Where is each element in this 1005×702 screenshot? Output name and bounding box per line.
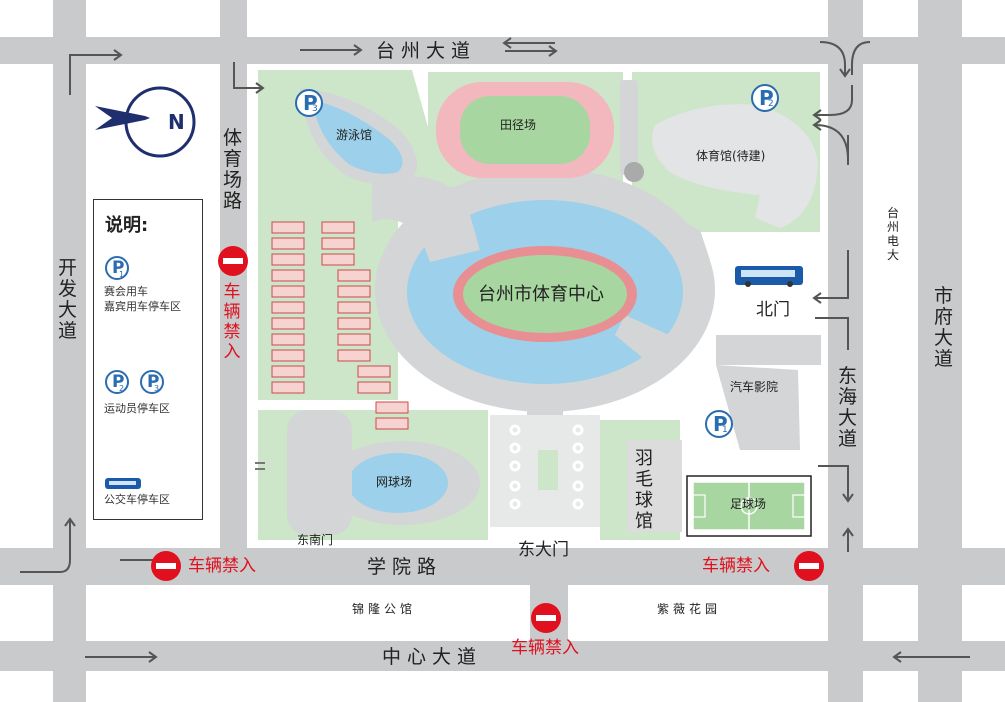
no-entry-label-bottom: 车辆禁入	[511, 638, 579, 658]
legend-bus-icon	[105, 478, 141, 489]
road-label-east-outer: 市府大道	[934, 285, 960, 370]
no-entry-icon-west	[218, 246, 248, 276]
road-label-south: 学院路	[367, 556, 443, 578]
venue-badminton: 羽毛球馆	[635, 448, 653, 532]
gate-east: 东大门	[518, 540, 569, 560]
road-label-west-outer: 开发大道	[58, 257, 84, 342]
legend-p23-label: 运动员停车区	[104, 402, 170, 415]
bus-stop-icon	[735, 266, 803, 287]
road-label-top: 台州大道	[376, 40, 477, 62]
block-ziwei: 紫薇花园	[657, 602, 722, 616]
gate-southeast: 东南门	[297, 533, 334, 547]
compass-n-label: N	[168, 110, 185, 134]
gate-north: 北门	[756, 300, 790, 320]
venue-tennis: 网球场	[376, 475, 413, 489]
venue-cinema: 汽车影院	[730, 380, 779, 394]
road-label-bottom: 中心大道	[382, 646, 483, 668]
no-entry-label-south-west: 车辆禁入	[188, 556, 256, 576]
no-entry-icon-south-east	[794, 551, 824, 581]
compass-icon: N	[95, 86, 196, 158]
legend-bus-label: 公交车停车区	[104, 493, 170, 506]
venue-stadium: 台州市体育中心	[478, 284, 604, 305]
no-entry-label-west: 车辆禁入	[223, 282, 241, 362]
venue-swimming: 游泳馆	[336, 128, 373, 142]
no-entry-icon-bottom	[531, 603, 561, 633]
parking-stalls	[271, 221, 409, 430]
legend-title: 说明:	[105, 215, 149, 236]
venue-gym: 体育馆(待建)	[696, 149, 766, 163]
site	[250, 66, 826, 546]
legend-p1-line1: 赛会用车	[104, 285, 148, 298]
road-label-west-inner: 体育场路	[223, 127, 249, 212]
traffic-arrows	[20, 37, 970, 663]
legend-p1-line2: 嘉宾用车停车区	[104, 300, 181, 313]
road-label-east-small: 台州电大	[886, 206, 899, 262]
no-entry-label-south-east: 车辆禁入	[702, 556, 770, 576]
no-entry-icon-south-west	[151, 551, 181, 581]
block-jinlong: 锦隆公馆	[352, 602, 417, 616]
venue-football: 足球场	[730, 497, 767, 511]
road-label-east-inner: 东海大道	[838, 365, 864, 450]
venue-track: 田径场	[500, 118, 537, 132]
